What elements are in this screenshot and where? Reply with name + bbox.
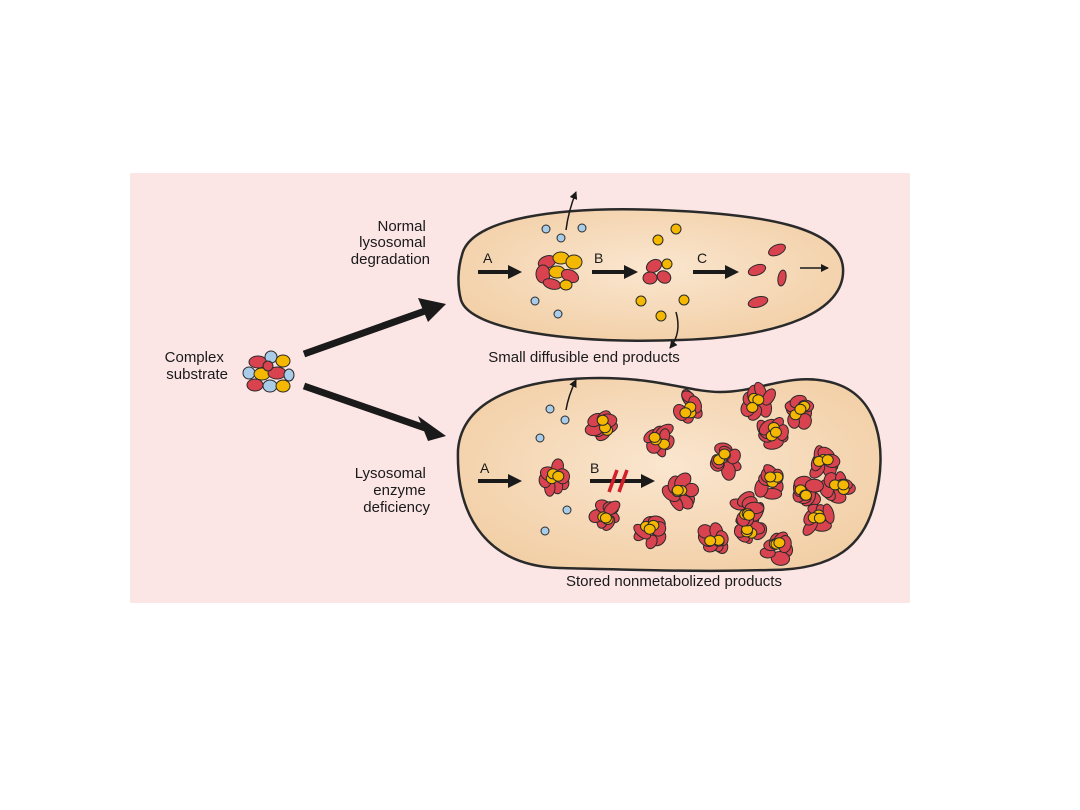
stored-particle-yellow	[769, 426, 782, 438]
step-arrow-bottom-a	[478, 474, 522, 488]
label-stored-products: Stored nonmetabolized products	[566, 573, 782, 590]
stored-cluster	[819, 471, 856, 504]
step-label-bottom-a: A	[480, 460, 490, 476]
stored-particle-yellow	[679, 407, 692, 419]
stored-cluster	[588, 499, 621, 531]
label-complex-line2: substrate	[166, 366, 228, 383]
label-normal-line1: Normal	[377, 218, 425, 235]
stored-cluster	[697, 522, 729, 554]
label-small-diffusible-products: Small diffusible end products	[488, 349, 680, 366]
step-arrow-bottom-b-blocked	[590, 474, 655, 488]
exit-arrow-bottom-yellow	[669, 311, 679, 349]
stored-particle-red	[761, 388, 776, 406]
stored-particle-yellow	[764, 471, 777, 483]
stored-particle-red	[721, 461, 736, 481]
label-deficiency-line2: enzyme	[373, 482, 426, 499]
label-complex-line1: Complex	[165, 349, 225, 366]
stored-particle-yellow	[773, 537, 786, 549]
top-cell-intermediate-cluster	[642, 258, 673, 285]
stored-particle-red	[804, 478, 824, 493]
arrow-to-normal	[302, 298, 446, 358]
top-cell-red-products	[747, 243, 787, 308]
stored-particle-yellow	[752, 394, 765, 406]
stored-particle-yellow	[643, 523, 656, 535]
stored-particle-yellow	[671, 484, 684, 496]
label-normal-line3: degradation	[351, 251, 430, 268]
top-cell-blue-products	[530, 223, 587, 319]
stored-cluster	[584, 410, 618, 442]
stored-cluster	[802, 503, 835, 536]
label-normal-line2: lysosomal	[359, 234, 426, 251]
stored-particle-yellow	[821, 454, 834, 466]
svg-text:Complex substrate: Complex substrate	[165, 349, 228, 383]
stored-nonmetabolized-clusters	[538, 381, 856, 566]
exit-arrow-top-blue	[565, 191, 578, 231]
svg-text:Lysosomal enzyme defic: Lysosomal enzyme deficiency	[355, 465, 431, 516]
stored-particle-yellow	[552, 470, 565, 482]
step-arrow-top-b	[592, 265, 638, 279]
stored-particle-yellow	[742, 509, 755, 521]
top-cell-yellow-products	[635, 223, 690, 322]
stored-particle-yellow	[718, 448, 731, 460]
stored-particle-yellow	[837, 479, 850, 491]
label-deficiency-line3: deficiency	[363, 499, 430, 516]
stored-cluster	[673, 389, 703, 424]
stored-cluster	[633, 515, 667, 550]
complex-substrate-cluster	[242, 350, 295, 393]
stored-cluster	[538, 458, 571, 497]
stored-particle-yellow	[813, 512, 826, 524]
stored-cluster	[709, 442, 742, 481]
exit-arrow-bottom-cell-blue	[565, 379, 577, 411]
enzyme-block-mark	[607, 469, 629, 493]
step-label-top-c: C	[697, 250, 707, 266]
step-arrow-top-a	[478, 265, 522, 279]
step-label-top-b: B	[594, 250, 603, 266]
stored-cluster	[754, 464, 784, 500]
stored-cluster	[784, 394, 815, 430]
stored-particle-yellow	[800, 489, 812, 501]
step-label-bottom-b: B	[590, 460, 599, 476]
stored-particle-yellow	[794, 403, 807, 415]
stored-particle-yellow	[704, 535, 717, 547]
stored-cluster	[729, 491, 765, 527]
stored-cluster	[740, 381, 776, 421]
top-cell-substrate-cluster	[535, 251, 583, 291]
stored-particle-yellow	[648, 431, 661, 443]
bottom-cell-blue-products	[535, 404, 572, 536]
step-arrow-top-c	[693, 265, 739, 279]
svg-text:Normal lysosomal degra: Normal lysosomal degradation	[351, 218, 430, 268]
step-label-top-a: A	[483, 250, 493, 266]
stored-cluster	[661, 472, 699, 512]
stored-cluster	[756, 417, 789, 450]
stored-cluster	[809, 445, 841, 479]
stored-cluster	[643, 423, 675, 458]
stored-cluster	[759, 531, 794, 566]
label-deficiency-line1: Lysosomal	[355, 465, 426, 482]
stored-particle-yellow	[599, 512, 612, 524]
stored-particle-yellow	[596, 414, 609, 426]
arrow-to-deficiency	[302, 382, 446, 441]
stored-particle-yellow	[746, 402, 759, 413]
